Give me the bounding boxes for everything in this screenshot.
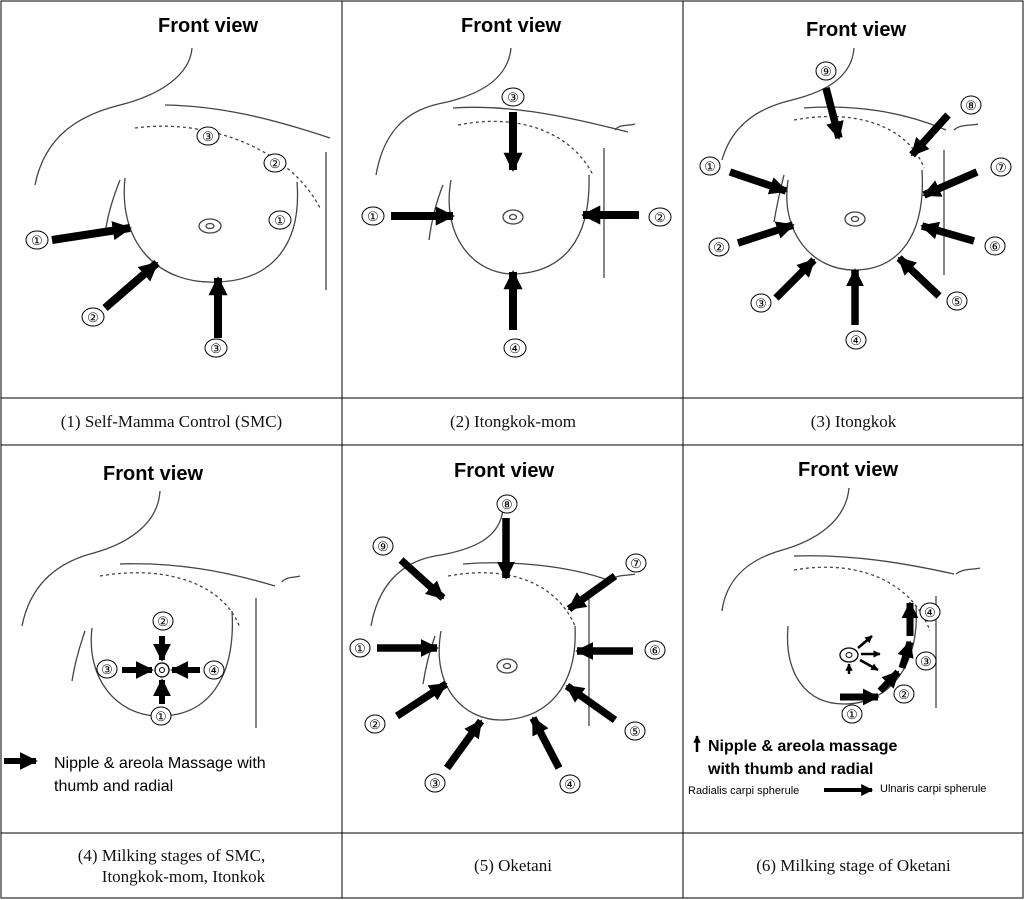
panel-title: Front view xyxy=(806,19,906,41)
svg-text:①: ① xyxy=(274,213,286,228)
legend: Nipple & areola massage with thumb and r… xyxy=(688,735,986,797)
massage-arrows xyxy=(840,601,919,706)
svg-text:①: ① xyxy=(367,209,379,224)
svg-text:②: ② xyxy=(269,156,281,171)
panel-itongkok-diagram: Front view ① ② ③ ④ ⑤ ⑥ ⑦ xyxy=(699,19,1012,350)
panel-milking-stages-diagram: Front view ① ② ③ ④ Nipple & areola Massa… xyxy=(4,463,301,795)
svg-text:Radialis carpi spherule: Radialis carpi spherule xyxy=(688,785,799,797)
panel-milking-oketani-diagram: Front view ① ② ③ ④ Nipple & areola massa… xyxy=(688,459,986,797)
svg-text:⑨: ⑨ xyxy=(820,64,832,79)
panel-smc-diagram: Front view ① ② ③ ① ② ③ xyxy=(25,15,331,358)
panel-title: Front view xyxy=(461,15,561,37)
massage-arrows xyxy=(728,87,979,325)
svg-text:③: ③ xyxy=(920,654,932,669)
breast-outline xyxy=(721,47,979,275)
svg-text:①: ① xyxy=(704,159,716,174)
svg-text:①: ① xyxy=(31,233,43,248)
svg-text:with thumb and radial: with thumb and radial xyxy=(707,761,873,778)
svg-text:⑤: ⑤ xyxy=(951,294,963,309)
massage-arrows xyxy=(391,112,639,330)
caption-milking-stages: (4) Milking stages of SMC, Itongkok-mom,… xyxy=(77,845,266,886)
svg-text:③: ③ xyxy=(507,90,519,105)
svg-text:Nipple & areola massage: Nipple & areola massage xyxy=(708,738,898,755)
svg-text:④: ④ xyxy=(564,777,576,792)
position-labels: ① ② ③ ① ② ③ xyxy=(25,126,292,358)
position-labels: ① ② ③ ④ ⑤ ⑥ ⑦ ⑧ ⑨ xyxy=(699,61,1012,350)
breast-outline xyxy=(34,47,331,290)
breast-outline xyxy=(721,487,981,708)
breast-outline xyxy=(21,490,301,728)
panel-title: Front view xyxy=(454,460,554,482)
svg-text:④: ④ xyxy=(850,333,862,348)
svg-text:④: ④ xyxy=(509,341,521,356)
panel-oketani-diagram: Front view ① ② ③ ④ ⑤ ⑥ ⑦ xyxy=(349,460,666,794)
nipple-massage-arrows xyxy=(845,635,881,674)
svg-text:②: ② xyxy=(157,614,169,629)
caption-smc: (1) Self-Mamma Control (SMC) xyxy=(60,412,283,432)
svg-text:⑧: ⑧ xyxy=(501,497,513,512)
panel-title: Front view xyxy=(103,463,203,485)
svg-text:⑤: ⑤ xyxy=(629,724,641,739)
svg-text:③: ③ xyxy=(429,776,441,791)
svg-text:Ulnaris carpi spherule: Ulnaris carpi spherule xyxy=(880,783,986,795)
svg-text:②: ② xyxy=(654,210,666,225)
massage-arrows xyxy=(51,221,228,338)
massage-arrows xyxy=(122,636,200,704)
panel-itongkok-mom-diagram: Front view ① ② ③ ④ xyxy=(361,15,672,358)
caption-itongkok-mom: (2) Itongkok-mom xyxy=(449,412,577,432)
svg-text:②: ② xyxy=(87,310,99,325)
svg-text:thumb and radial: thumb and radial xyxy=(54,778,173,795)
svg-text:⑥: ⑥ xyxy=(989,239,1001,254)
svg-text:①: ① xyxy=(354,641,366,656)
nipple-icon xyxy=(839,647,859,663)
caption-itongkok: (3) Itongkok xyxy=(810,412,897,432)
panel-title: Front view xyxy=(798,459,898,481)
svg-text:②: ② xyxy=(369,717,381,732)
svg-text:③: ③ xyxy=(101,662,113,677)
caption-oketani: (5) Oketani xyxy=(474,856,552,876)
svg-text:②: ② xyxy=(713,240,725,255)
svg-text:①: ① xyxy=(846,707,858,722)
legend: Nipple & areola Massage with thumb and r… xyxy=(4,752,266,795)
svg-text:②: ② xyxy=(898,687,910,702)
svg-text:⑨: ⑨ xyxy=(377,539,389,554)
svg-text:Nipple & areola Massage with: Nipple & areola Massage with xyxy=(54,755,266,772)
svg-text:①: ① xyxy=(155,709,167,724)
svg-text:③: ③ xyxy=(755,296,767,311)
svg-text:⑧: ⑧ xyxy=(965,98,977,113)
svg-text:⑥: ⑥ xyxy=(649,643,661,658)
svg-text:⑦: ⑦ xyxy=(995,160,1007,175)
position-labels: ① ② ③ ④ xyxy=(841,602,941,724)
svg-text:④: ④ xyxy=(924,605,936,620)
panel-title: Front view xyxy=(158,15,258,37)
svg-text:③: ③ xyxy=(210,341,222,356)
nipple-cross-icon xyxy=(154,662,170,678)
caption-milking-oketani: (6) Milking stage of Oketani xyxy=(756,856,951,876)
position-labels: ① ② ③ ④ ⑤ ⑥ ⑦ ⑧ ⑨ xyxy=(349,494,666,794)
position-labels: ① ② ③ ④ xyxy=(96,611,225,726)
massage-arrows xyxy=(377,518,633,771)
svg-text:③: ③ xyxy=(202,129,214,144)
svg-text:④: ④ xyxy=(208,663,220,678)
svg-text:⑦: ⑦ xyxy=(630,556,642,571)
breast-outline xyxy=(375,47,636,278)
position-labels: ① ② ③ ④ xyxy=(361,87,672,358)
